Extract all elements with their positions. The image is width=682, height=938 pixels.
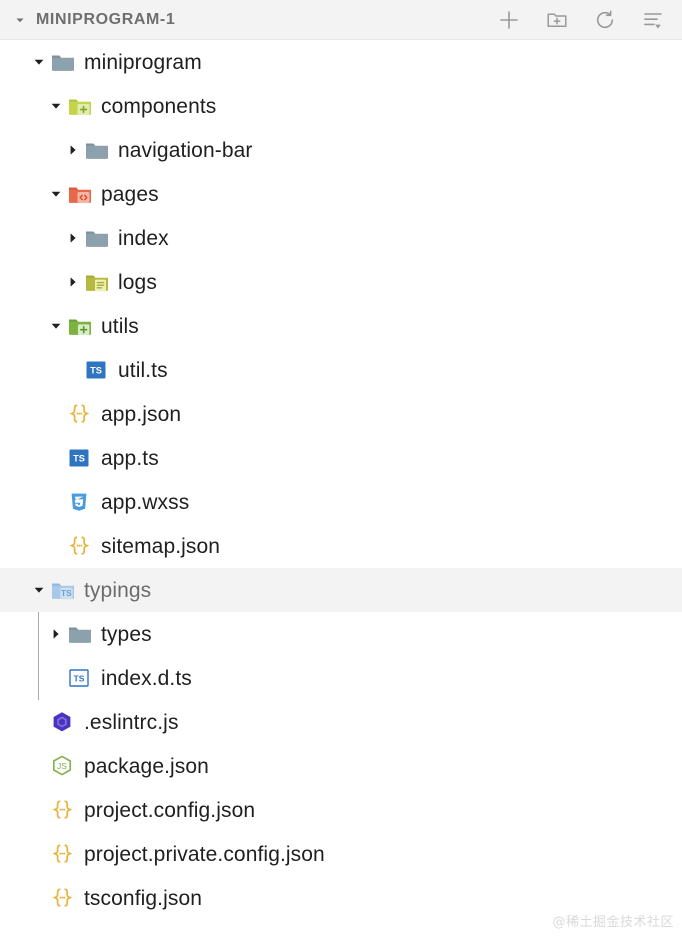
tree-file-row[interactable]: app.json — [0, 392, 682, 436]
twisty-spacer — [45, 491, 67, 513]
tree-file-row[interactable]: app.wxss — [0, 480, 682, 524]
tree-file-row[interactable]: sitemap.json — [0, 524, 682, 568]
svg-text:JS: JS — [57, 761, 67, 771]
typescript-icon: TS — [84, 357, 110, 383]
nodejs-icon: JS — [50, 753, 76, 779]
json-icon — [50, 841, 76, 867]
tree-item-label: project.config.json — [84, 798, 256, 822]
tree-item-label: index — [118, 226, 169, 250]
tree-folder-row[interactable]: types — [0, 612, 682, 656]
json-icon — [50, 885, 76, 911]
page-title: MINIPROGRAM-1 — [36, 10, 176, 28]
chevron-right-icon[interactable] — [62, 271, 84, 293]
tree-item-label: tsconfig.json — [84, 886, 203, 910]
folder-gray-icon — [50, 49, 76, 75]
tree-item-label: utils — [101, 314, 139, 338]
tree-file-row[interactable]: tsconfig.json — [0, 876, 682, 920]
chevron-down-icon[interactable] — [45, 183, 67, 205]
chevron-down-icon[interactable] — [12, 12, 28, 28]
tree-folder-row[interactable]: navigation-bar — [0, 128, 682, 172]
refresh-button[interactable] — [592, 7, 618, 33]
explorer-header: MINIPROGRAM-1 — [0, 0, 682, 40]
typescript-def-icon: TS — [67, 665, 93, 691]
chevron-down-icon[interactable] — [45, 95, 67, 117]
css-icon — [67, 489, 93, 515]
tree-item-label: app.json — [101, 402, 182, 426]
tree-item-label: logs — [118, 270, 157, 294]
folder-components-icon — [67, 93, 93, 119]
json-icon — [50, 797, 76, 823]
tree-item-label: typings — [84, 578, 152, 602]
twisty-spacer — [45, 535, 67, 557]
chevron-down-icon[interactable] — [45, 315, 67, 337]
twisty-spacer — [28, 887, 50, 909]
twisty-spacer — [28, 799, 50, 821]
chevron-down-icon[interactable] — [28, 51, 50, 73]
twisty-spacer — [45, 403, 67, 425]
folder-logs-icon — [84, 269, 110, 295]
typescript-icon: TS — [67, 445, 93, 471]
tree-item-label: types — [101, 622, 152, 646]
twisty-spacer — [28, 711, 50, 733]
twisty-spacer — [28, 755, 50, 777]
chevron-right-icon[interactable] — [45, 623, 67, 645]
svg-text:TS: TS — [73, 454, 85, 464]
folder-typings-icon: TS — [50, 577, 76, 603]
tree-item-label: miniprogram — [84, 50, 202, 74]
tree-folder-row[interactable]: logs — [0, 260, 682, 304]
folder-gray-icon — [67, 621, 93, 647]
eslint-icon — [50, 709, 76, 735]
chevron-right-icon[interactable] — [62, 227, 84, 249]
tree-item-label: .eslintrc.js — [84, 710, 179, 734]
svg-text:TS: TS — [90, 366, 102, 376]
tree-item-label: pages — [101, 182, 159, 206]
chevron-down-icon[interactable] — [28, 579, 50, 601]
tree-folder-row[interactable]: index — [0, 216, 682, 260]
tree-file-row[interactable]: project.config.json — [0, 788, 682, 832]
tree-file-row[interactable]: TS app.ts — [0, 436, 682, 480]
tree-item-label: components — [101, 94, 217, 118]
json-icon — [67, 401, 93, 427]
explorer-toolbar — [496, 7, 672, 33]
tree-folder-row[interactable]: utils — [0, 304, 682, 348]
tree-folder-row[interactable]: pages — [0, 172, 682, 216]
twisty-spacer — [28, 843, 50, 865]
tree-file-row[interactable]: .eslintrc.js — [0, 700, 682, 744]
watermark: @稀土掘金技术社区 — [552, 915, 674, 930]
twisty-spacer — [62, 359, 84, 381]
new-file-button[interactable] — [496, 7, 522, 33]
svg-text:TS: TS — [74, 673, 85, 683]
twisty-spacer — [45, 667, 67, 689]
folder-pages-icon — [67, 181, 93, 207]
folder-gray-icon — [84, 225, 110, 251]
tree-item-label: util.ts — [118, 358, 168, 382]
tree-folder-row[interactable]: TS typings — [0, 568, 682, 612]
json-icon — [67, 533, 93, 559]
chevron-right-icon[interactable] — [62, 139, 84, 161]
tree-file-row[interactable]: TS index.d.ts — [0, 656, 682, 700]
tree-item-label: package.json — [84, 754, 209, 778]
tree-item-label: project.private.config.json — [84, 842, 325, 866]
indent-guide — [38, 612, 39, 700]
tree-item-label: navigation-bar — [118, 138, 253, 162]
tree-file-row[interactable]: project.private.config.json — [0, 832, 682, 876]
tree-item-label: app.ts — [101, 446, 159, 470]
tree-folder-row[interactable]: miniprogram — [0, 40, 682, 84]
tree-item-label: index.d.ts — [101, 666, 192, 690]
tree-item-label: sitemap.json — [101, 534, 221, 558]
twisty-spacer — [45, 447, 67, 469]
folder-utils-icon — [67, 313, 93, 339]
tree-file-row[interactable]: TS util.ts — [0, 348, 682, 392]
collapse-all-button[interactable] — [640, 7, 666, 33]
svg-text:TS: TS — [61, 588, 72, 598]
folder-gray-icon — [84, 137, 110, 163]
file-explorer-tree[interactable]: miniprogram components navigation-bar pages… — [0, 40, 682, 920]
tree-item-label: app.wxss — [101, 490, 190, 514]
tree-file-row[interactable]: JS package.json — [0, 744, 682, 788]
tree-folder-row[interactable]: components — [0, 84, 682, 128]
new-folder-button[interactable] — [544, 7, 570, 33]
